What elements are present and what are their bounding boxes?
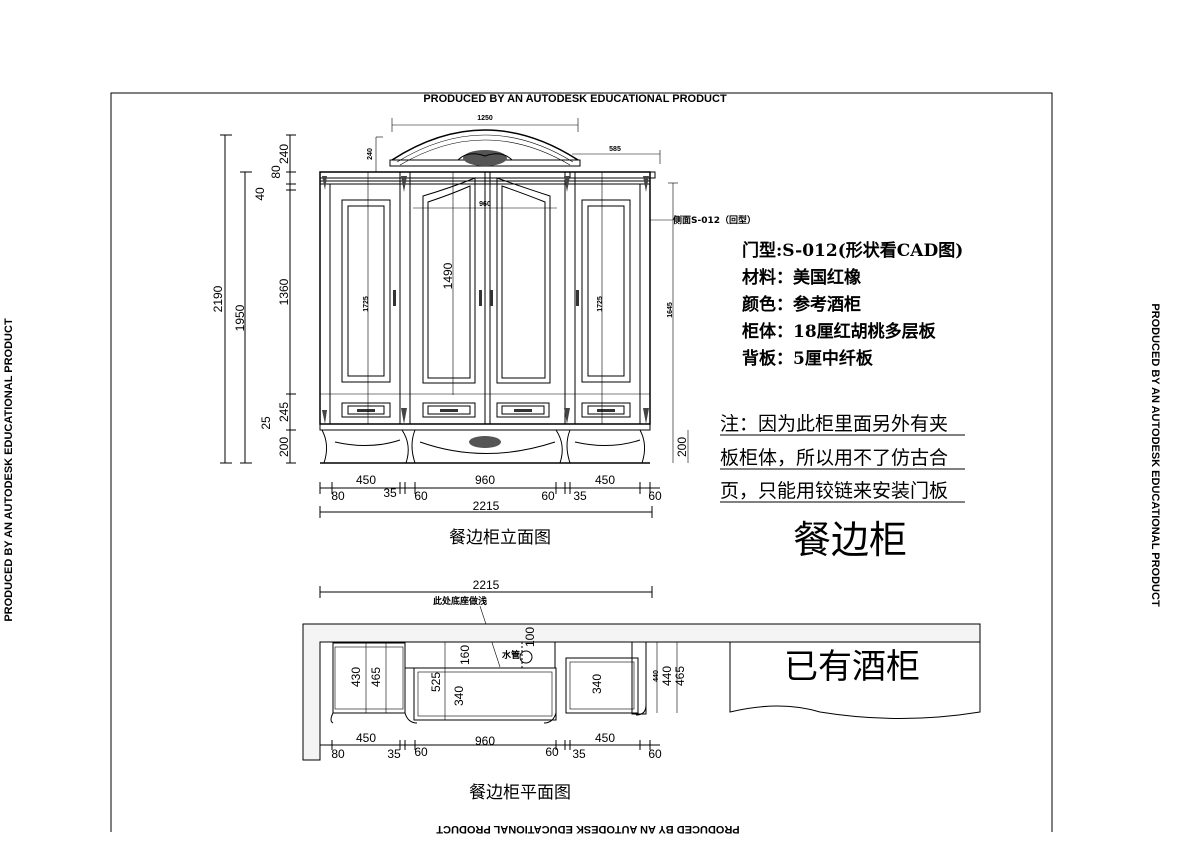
dim-right-door: 1725	[597, 296, 604, 312]
plan-dim-340b: 340	[590, 674, 604, 694]
dim-bottom-60b: 60	[541, 489, 555, 503]
dim-gap-top: 40	[253, 187, 267, 201]
dim-drawer: 245	[277, 402, 291, 422]
plan-bottom-80: 80	[331, 747, 345, 761]
dim-bottom-35b: 35	[573, 489, 587, 503]
plan-bottom-center: 960	[475, 734, 495, 748]
plan-bottom-35a: 35	[387, 747, 401, 761]
existing-cabinet-label: 已有酒柜	[784, 647, 920, 687]
plan-dim-465b: 465	[673, 666, 687, 686]
dim-side-height: 1645	[667, 302, 674, 318]
existing-wine-cabinet	[729, 642, 981, 719]
elevation-caption: 餐边柜立面图	[449, 528, 551, 548]
plan-bottom-60a: 60	[414, 745, 428, 759]
drawing-frame	[110, 92, 1053, 832]
note-line-2: 板柜体，所以用不了仿古合	[720, 447, 948, 469]
elevation-view: 1250 585 240	[211, 115, 756, 548]
dim-side-top: 585	[609, 146, 621, 153]
dim-right-base: 200	[675, 437, 689, 457]
spec-door-type: 门型:S-012(形状看CAD图)	[742, 240, 963, 261]
plan-bottom-60c: 60	[648, 747, 662, 761]
dim-cornice: 80	[269, 165, 283, 179]
plan-bottom-right: 450	[595, 731, 615, 745]
carving-top	[457, 150, 513, 166]
dim-bottom-left: 450	[356, 473, 376, 487]
plan-dim-160: 160	[458, 645, 472, 665]
plan-bottom-35b: 35	[572, 747, 586, 761]
door-handles	[357, 290, 615, 412]
plan-bottom-60b: 60	[545, 745, 559, 759]
dim-bottom-35a: 35	[383, 486, 397, 500]
plan-dim-440b: 440	[660, 666, 674, 686]
note-line-3: 页，只能用铰链来安装门板	[720, 480, 948, 502]
dim-base: 200	[277, 437, 291, 457]
spec-back-panel: 背板：5厘中纤板	[742, 348, 874, 369]
dim-total-height: 2190	[211, 285, 225, 312]
drawing-title: 餐边柜	[793, 518, 907, 562]
dim-gap-bottom: 25	[259, 416, 273, 430]
plan-bottom-left: 450	[356, 731, 376, 745]
dim-center-door: 1490	[441, 262, 455, 289]
water-pipe	[519, 650, 533, 664]
dim-bottom-60c: 60	[648, 489, 662, 503]
dim-door: 1360	[277, 278, 291, 305]
plan-dim-100: 100	[523, 627, 537, 647]
side-profile-label: 侧面S-012（回型）	[673, 214, 756, 226]
dim-arch-width: 1250	[477, 115, 493, 122]
dim-crown: 240	[277, 144, 291, 164]
wall	[302, 623, 981, 761]
watermark-left: PRODUCED BY AN AUTODESK EDUCATIONAL PROD…	[3, 318, 15, 622]
plan-base-note: 此处底座做浅	[433, 595, 487, 607]
spec-material: 材料：美国红橡	[742, 267, 861, 288]
plan-dim-430: 430	[349, 667, 363, 687]
plan-view: 2215 此处底座做浅 已有酒柜 水管 430 465 525 160 340 …	[302, 578, 981, 803]
dim-left-door: 1725	[363, 296, 370, 312]
plan-total-width: 2215	[473, 578, 500, 592]
dim-arch-height: 240	[367, 148, 374, 160]
watermark-right: PRODUCED BY AN AUTODESK EDUCATIONAL PROD…	[1149, 303, 1161, 607]
dim-bottom-60a: 60	[414, 489, 428, 503]
dim-body-height: 1950	[233, 304, 247, 331]
pipe-label: 水管	[502, 649, 520, 661]
corbels	[322, 176, 649, 424]
spec-carcass: 柜体：18厘红胡桃多层板	[742, 321, 937, 342]
watermark-top: PRODUCED BY AN AUTODESK EDUCATIONAL PROD…	[423, 93, 727, 105]
plan-caption: 餐边柜平面图	[469, 783, 571, 803]
note-line-1: 注：因为此柜里面另外有夹	[720, 413, 948, 435]
carving-base	[469, 436, 501, 448]
dim-bottom-center: 960	[475, 473, 495, 487]
plan-dim-340a: 340	[452, 686, 466, 706]
dim-inner-width: 960	[479, 201, 491, 208]
dim-bottom-right: 450	[595, 473, 615, 487]
note-block: 注：因为此柜里面另外有夹 板柜体，所以用不了仿古合 页，只能用铰链来安装门板	[720, 413, 965, 503]
plan-dim-465: 465	[369, 667, 383, 687]
spec-color: 颜色：参考酒柜	[742, 294, 861, 315]
spec-list: 门型:S-012(形状看CAD图) 材料：美国红橡 颜色：参考酒柜 柜体：18厘…	[742, 240, 963, 369]
watermark-bottom: PRODUCED BY AN AUTODESK EDUCATIONAL PROD…	[436, 823, 740, 835]
plan-dim-525: 525	[429, 672, 443, 692]
dim-bottom-total: 2215	[473, 499, 500, 513]
dim-bottom-80: 80	[331, 489, 345, 503]
plan-dim-440a: 440	[653, 670, 660, 682]
